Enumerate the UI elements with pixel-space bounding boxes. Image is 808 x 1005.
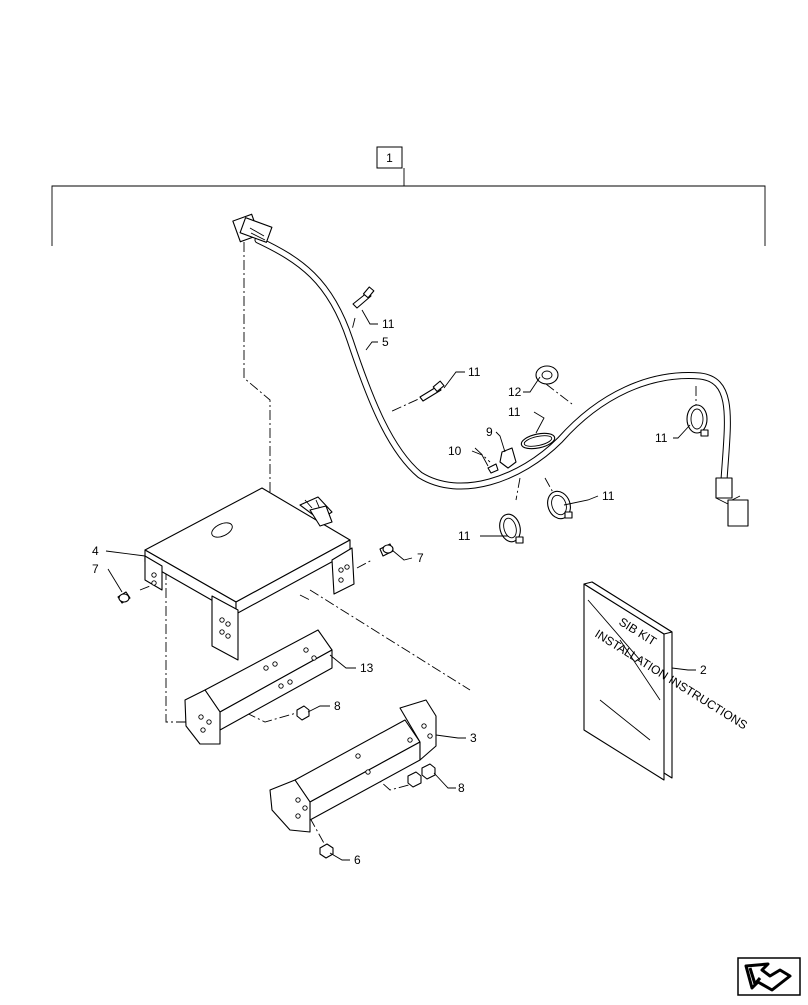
- harness-connector-top: [232, 213, 273, 243]
- callout-labels: 11 5 11 12 11 9 10 11 11 11 4 7 7 13 8 3…: [92, 317, 707, 867]
- installation-manual-2: SIB KIT INSTALLATION INSTRUCTIONS: [583, 581, 750, 781]
- callout-13-bracket: 13: [360, 661, 374, 675]
- callout-7-screw-left: 7: [92, 562, 99, 576]
- leader-lines: [105, 309, 696, 861]
- bracket-3: [269, 699, 437, 833]
- kit-bracket: 1: [51, 146, 766, 246]
- harness-connector-bottom: [715, 477, 749, 527]
- callout-4-plate: 4: [92, 544, 99, 558]
- callout-11-tie-center: 11: [602, 489, 615, 503]
- next-page-arrow-icon[interactable]: [737, 957, 801, 996]
- callout-9-clip: 9: [486, 425, 493, 439]
- callout-11-tie-right: 11: [655, 431, 668, 445]
- screw-10: [487, 463, 499, 474]
- callout-3-bracket: 3: [470, 731, 477, 745]
- bracket-13: [184, 629, 333, 745]
- nut-8-upper: [296, 705, 310, 721]
- callout-7-screw-right: 7: [417, 551, 424, 565]
- callout-12-grommet: 12: [508, 385, 522, 399]
- cable-tie-11e: [547, 490, 573, 520]
- grommet-12: [535, 365, 559, 385]
- mounting-plate-4: [144, 487, 355, 661]
- callout-11-pin-upper: 11: [382, 317, 395, 331]
- wire-harness: [232, 213, 749, 527]
- callout-6-nut: 6: [354, 853, 361, 867]
- push-pin-11a: [352, 286, 375, 309]
- screw-7-left: [117, 591, 131, 604]
- nut-6: [319, 843, 334, 859]
- clip-9: [499, 447, 517, 469]
- callout-2-manual: 2: [700, 663, 707, 677]
- kit-callout-label: 1: [386, 151, 393, 165]
- callout-5-harness: 5: [382, 335, 389, 349]
- cable-tie-11f: [499, 513, 524, 544]
- callout-10-screw: 10: [448, 444, 462, 458]
- screw-7-right: [379, 543, 394, 557]
- cable-tie-11d: [686, 404, 709, 437]
- nut-8-lower: [407, 763, 436, 788]
- callout-8-nut-lower: 8: [458, 781, 465, 795]
- push-pin-11b: [419, 380, 445, 402]
- callout-11-pin-middle: 11: [468, 365, 481, 379]
- cable-tie-11c: [520, 432, 556, 450]
- callout-11-tie-upper: 11: [508, 405, 521, 419]
- callout-11-tie-left: 11: [458, 529, 471, 543]
- callout-8-nut-upper: 8: [334, 699, 341, 713]
